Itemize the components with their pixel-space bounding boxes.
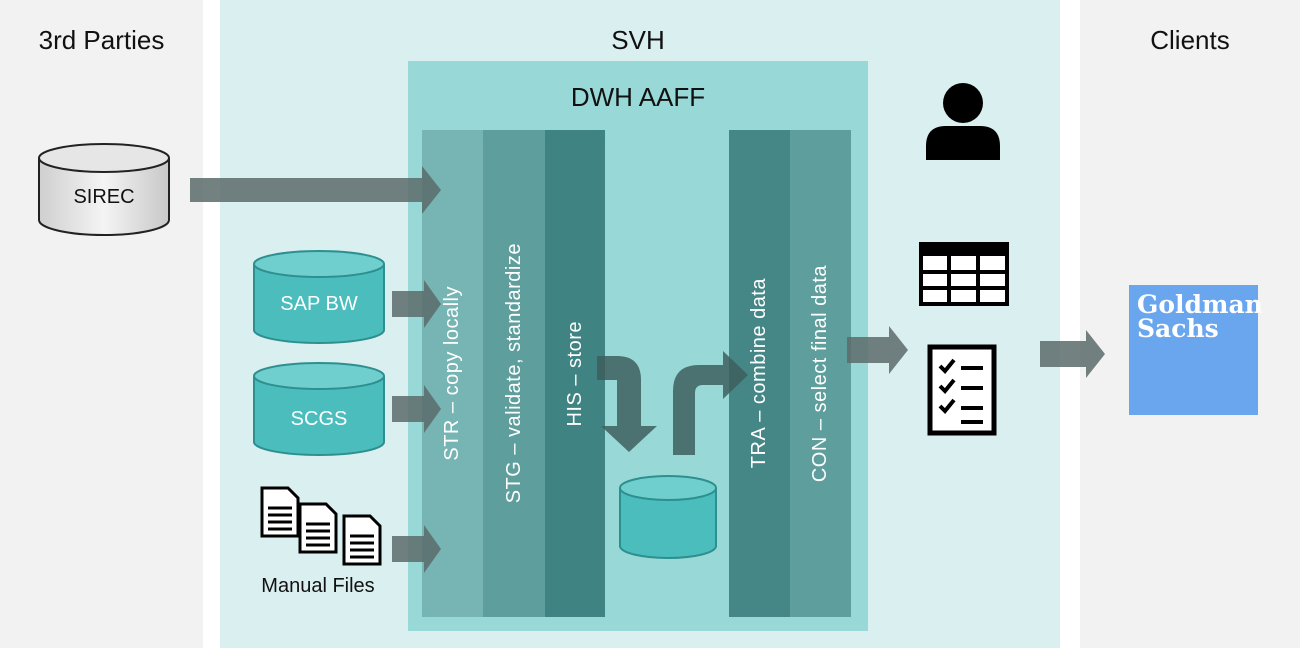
documents-icon	[260, 486, 382, 566]
goldman-sachs-logo: Goldman Sachs	[1129, 285, 1263, 415]
logo-line-1: Goldman	[1137, 290, 1263, 319]
layer-stg-label: STG – validate, standardize	[502, 243, 525, 504]
dwh-title: DWH AAFF	[570, 82, 706, 112]
layer-con: CON – select final data	[790, 130, 851, 617]
person-icon	[926, 83, 1000, 160]
sirec-database-icon	[38, 143, 170, 236]
layer-his: HIS – store	[545, 130, 605, 617]
layer-con-label: CON – select final data	[809, 264, 831, 483]
tra-up-arrow	[673, 351, 748, 455]
sirec-arrow	[190, 166, 441, 214]
clients-arrow	[1040, 330, 1105, 378]
third-parties-column	[0, 0, 203, 648]
manual-files-label: Manual Files	[261, 575, 375, 597]
sap-bw-database-icon	[253, 250, 385, 344]
scgs-label: SCGS	[290, 408, 348, 430]
scgs-database-icon	[253, 362, 385, 456]
layer-tra-label: TRA – combine data	[748, 278, 770, 469]
manual-files-arrow	[392, 525, 441, 573]
svh-heading: SVH	[611, 25, 665, 55]
output-arrow	[847, 326, 908, 374]
layer-his-label: HIS – store	[563, 320, 586, 427]
layer-str: STR – copy locally	[422, 130, 483, 617]
logo-line-2: Sachs	[1137, 314, 1219, 343]
checklist-icon	[927, 344, 997, 436]
scgs-arrow	[392, 385, 441, 433]
layer-str-label: STR – copy locally	[441, 286, 463, 461]
sirec-label: SIREC	[73, 186, 135, 208]
clients-heading: Clients	[1150, 25, 1230, 55]
database-icon	[619, 475, 717, 559]
his-down-arrow	[597, 356, 657, 452]
third-parties-heading: 3rd Parties	[38, 25, 165, 55]
sap-bw-label: SAP BW	[280, 293, 358, 315]
layer-stg: STG – validate, standardize	[483, 130, 545, 617]
table-icon	[919, 242, 1009, 306]
sap-bw-arrow	[392, 280, 441, 328]
